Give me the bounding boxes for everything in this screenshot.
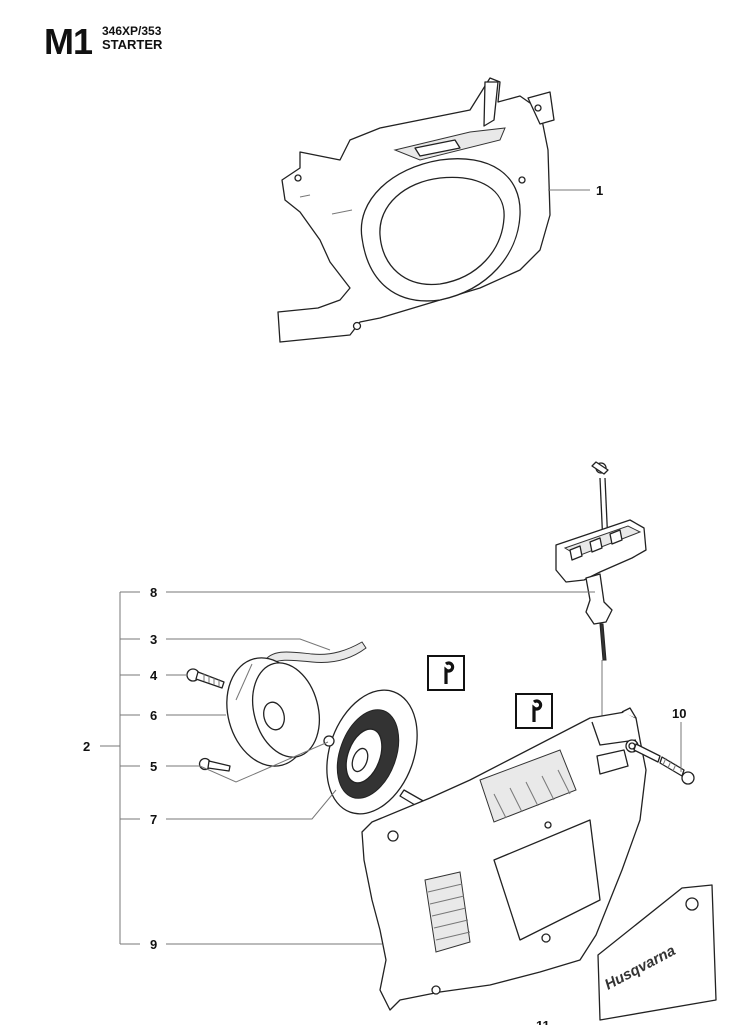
callout-7: 7 <box>150 812 157 827</box>
callout-1: 1 <box>596 183 603 198</box>
recoil-spring-cassette <box>323 689 426 815</box>
callout-10: 10 <box>672 706 686 721</box>
callout-8: 8 <box>150 585 157 600</box>
callout-11: 11 <box>536 1018 550 1025</box>
model-number: 346XP/353 <box>102 24 162 38</box>
tool-icon <box>515 693 553 729</box>
callout-9: 9 <box>150 937 157 952</box>
center-screw <box>186 668 225 689</box>
pawl-screw <box>198 757 231 772</box>
leader-lines <box>100 189 682 945</box>
callout-6: 6 <box>150 708 157 723</box>
brand-decal: Husqvarna <box>597 884 717 1021</box>
callout-2: 2 <box>83 739 90 754</box>
starter-rope <box>263 641 367 667</box>
section-title: STARTER <box>102 37 163 52</box>
callout-4: 4 <box>150 668 158 683</box>
starter-housing-bracket <box>277 77 555 343</box>
starter-cover <box>361 707 647 1011</box>
callout-5: 5 <box>150 759 157 774</box>
starter-handle <box>555 461 647 760</box>
callout-labels: 1 2 3 4 5 6 7 8 9 10 11 <box>83 183 686 1025</box>
page-code: M1 <box>44 21 93 62</box>
rope-pulley <box>226 657 320 767</box>
callout-3: 3 <box>150 632 157 647</box>
cover-screw <box>633 743 695 785</box>
tool-icon <box>427 655 465 691</box>
